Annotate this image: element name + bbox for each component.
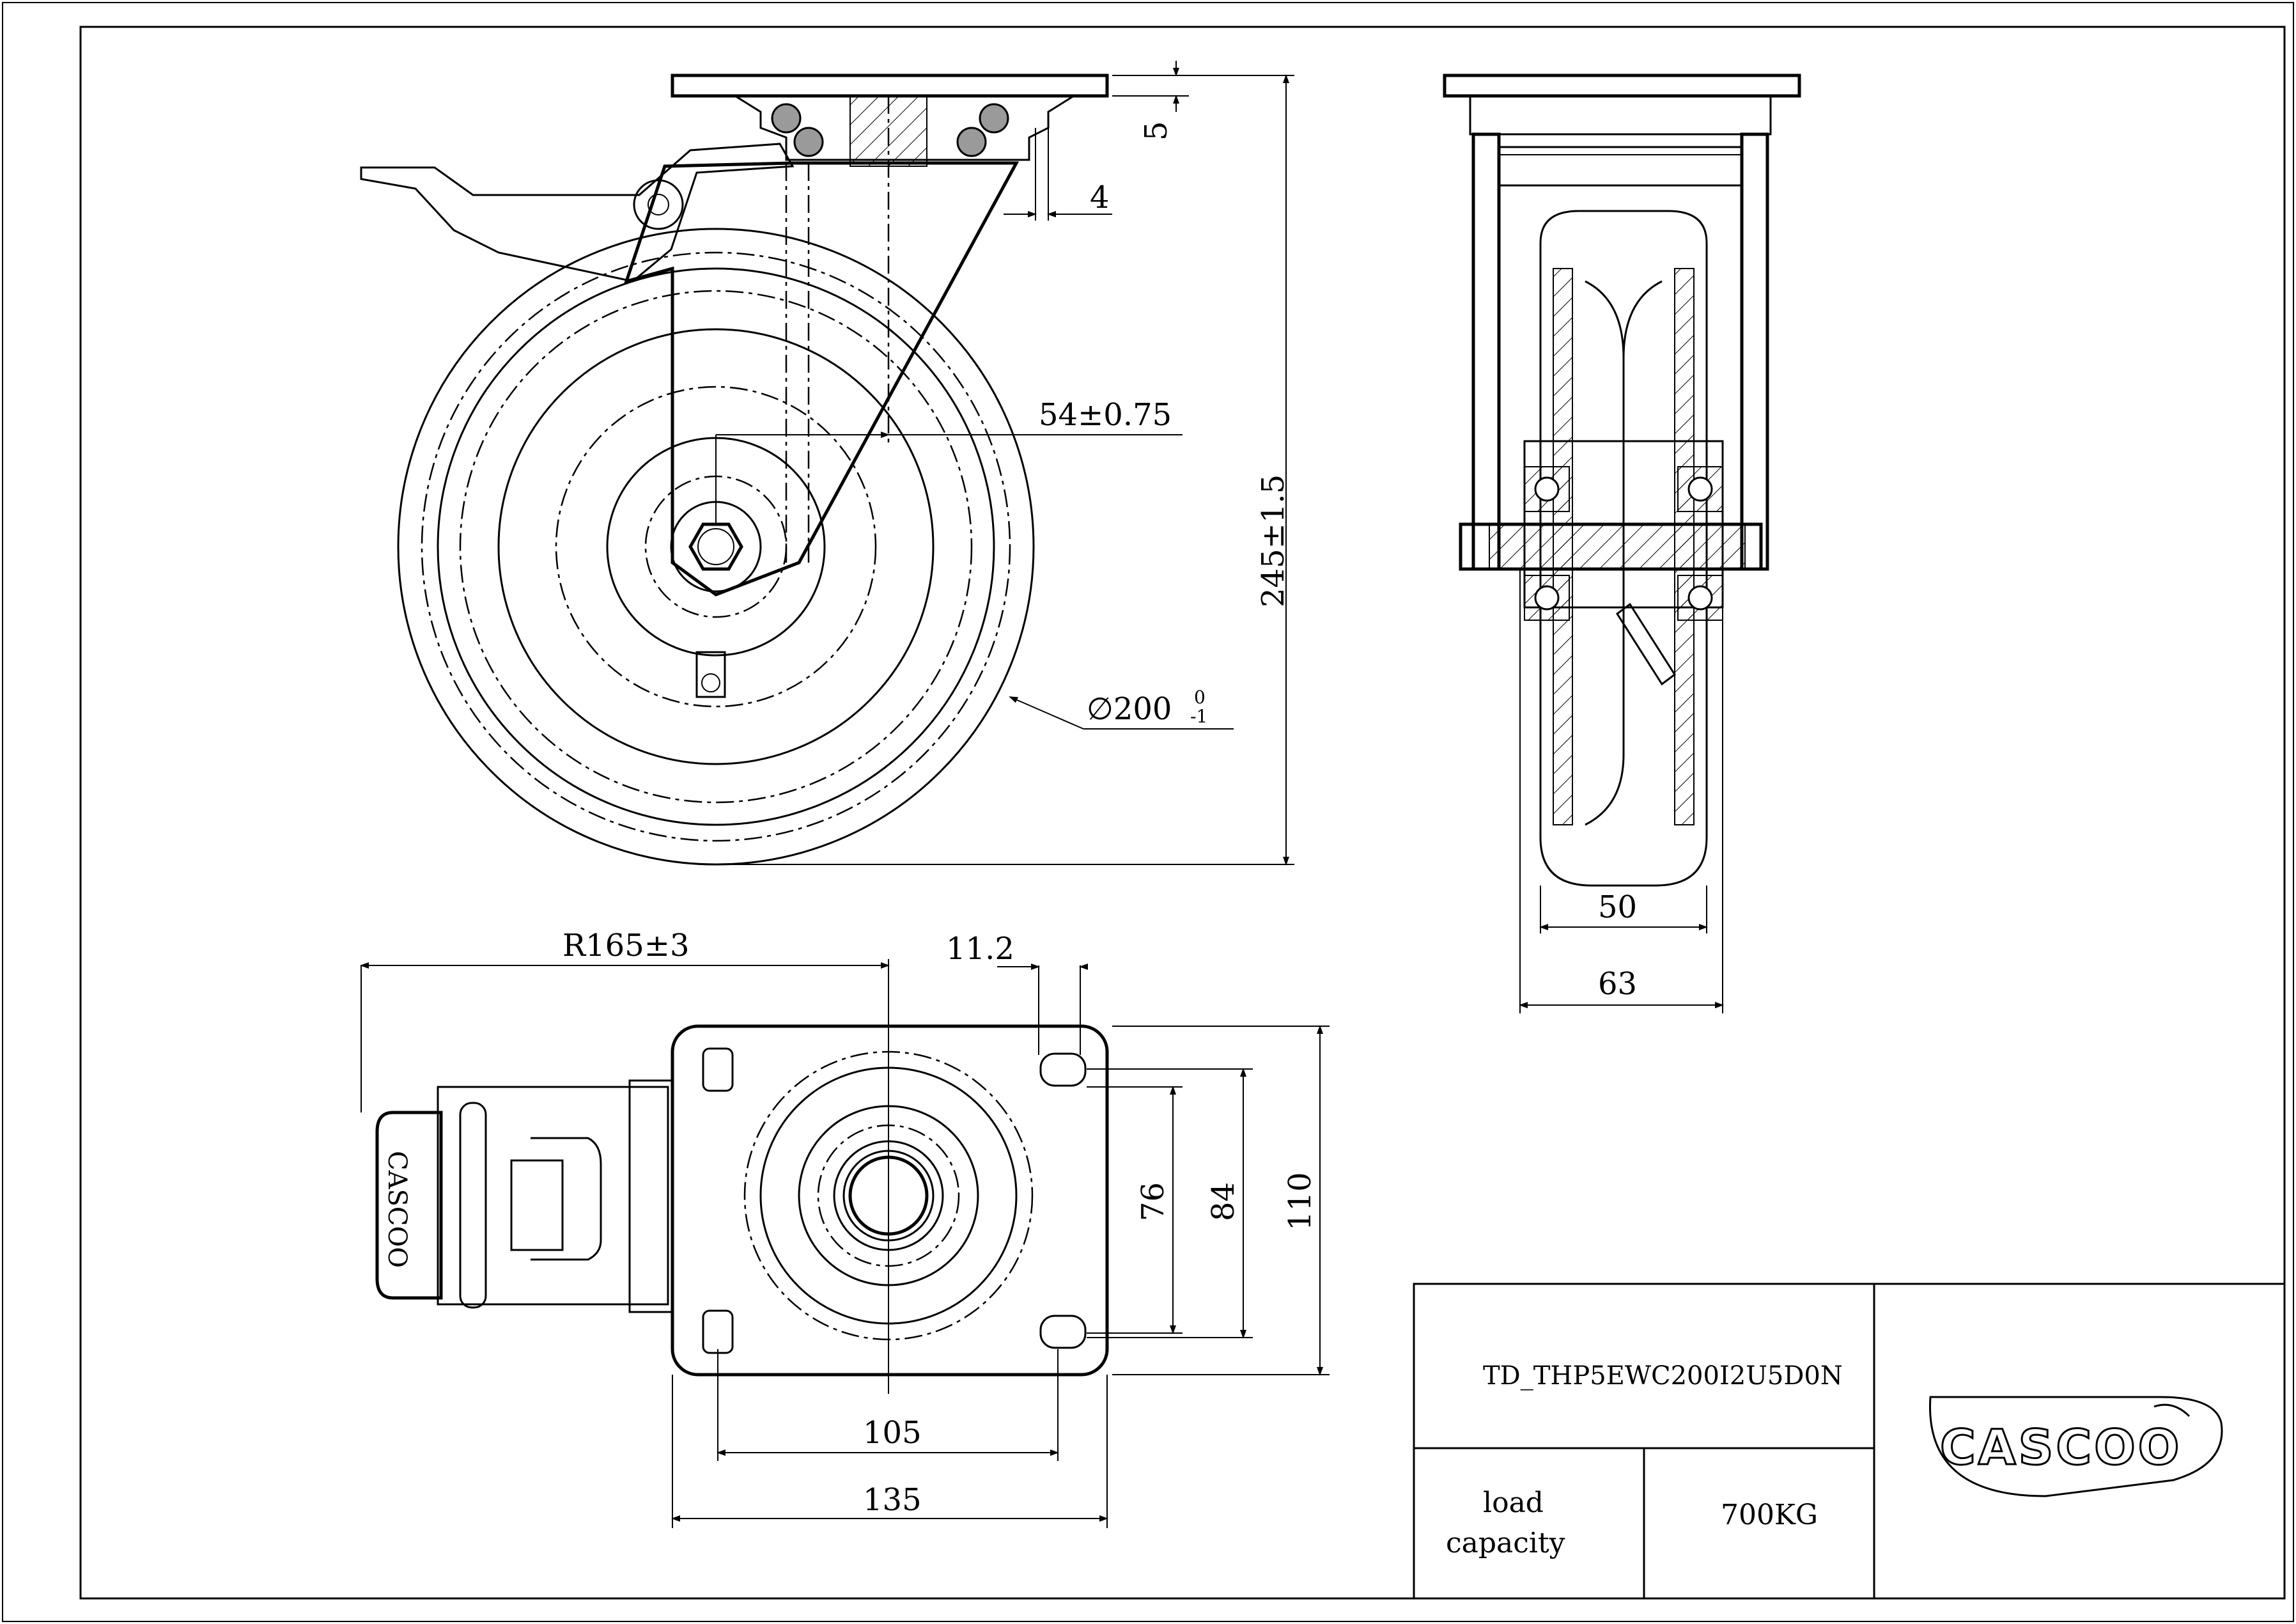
wheel-profile	[1539, 210, 1708, 887]
dim-slot-width: 11.2	[946, 931, 1014, 967]
brake-pedal	[375, 1111, 443, 1300]
side-view: 5 4 54±0.75 245±1.5 ∅200 0 -1	[360, 61, 1294, 866]
load-label-line1: load	[1483, 1487, 1544, 1519]
brake-pedal-logo: CASCOO	[382, 1151, 412, 1268]
tol-upper: 0	[1194, 687, 1206, 708]
dim-bearing-offset: 4	[1090, 180, 1110, 215]
dim-hole-spacing-mid: 84	[1206, 1182, 1241, 1221]
top-view: CASCOO R165±3 11.2 76 84 110 10	[360, 928, 1330, 1528]
front-view: 50 63	[1443, 74, 1801, 1013]
load-capacity-value: 700KG	[1721, 1499, 1818, 1531]
dim-wheel-width: 50	[1598, 889, 1637, 925]
bearing-ball	[771, 103, 802, 134]
title-block: TD_THP5EWC200I2U5D0N load capacity 700KG…	[1413, 1283, 2286, 1600]
svg-text:CASCOO: CASCOO	[1940, 1419, 2182, 1476]
dim-hole-spacing-long: 105	[863, 1415, 922, 1451]
wheel-tyre-outer	[397, 228, 1035, 866]
dim-plate-thickness: 5	[1138, 121, 1174, 141]
axle-nut	[688, 522, 743, 571]
company-logo: CASCOO	[1929, 1396, 2223, 1497]
fork-leg	[624, 161, 1020, 597]
dim-swivel-radius: R165±3	[562, 928, 690, 964]
dim-overall-height: 245±1.5	[1255, 474, 1291, 607]
brake-lever	[360, 143, 795, 283]
dim-plate-width: 110	[1282, 1172, 1318, 1231]
load-label-line2: capacity	[1446, 1527, 1565, 1559]
dim-plate-length: 135	[863, 1482, 922, 1518]
tol-lower: -1	[1190, 706, 1207, 727]
dim-hole-spacing-short: 76	[1135, 1182, 1171, 1221]
drawing-frame	[79, 26, 2286, 1600]
model-code: TD_THP5EWC200I2U5D0N	[1483, 1361, 1843, 1391]
dim-wheel-diameter: ∅200	[1087, 691, 1172, 727]
mounting-plate	[671, 74, 1109, 98]
dim-swivel-offset: 54±0.75	[1039, 397, 1172, 433]
dim-fork-width: 63	[1598, 966, 1637, 1002]
